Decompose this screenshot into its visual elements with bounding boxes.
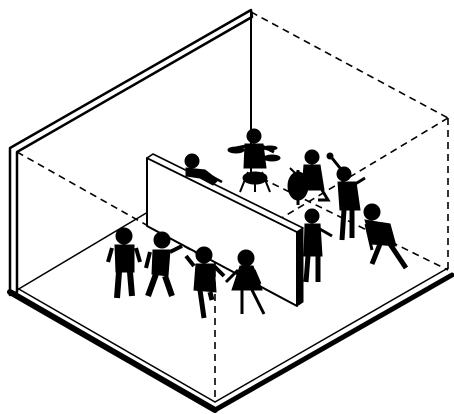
child-standing-icon	[108, 228, 140, 298]
cellist-icon	[288, 150, 328, 205]
floor-edges	[10, 268, 452, 410]
floor-front-right-edge	[215, 275, 452, 410]
floor-inner-edge	[17, 288, 215, 402]
violinist-icon	[304, 209, 332, 282]
floor-front-left-edge	[10, 292, 215, 410]
drummer-icon	[228, 129, 280, 192]
ceiling-right-dashed	[251, 12, 448, 118]
back-wall-inner-line	[17, 17, 251, 152]
partition-edge	[297, 228, 303, 306]
saxophonist-icon	[364, 204, 406, 268]
